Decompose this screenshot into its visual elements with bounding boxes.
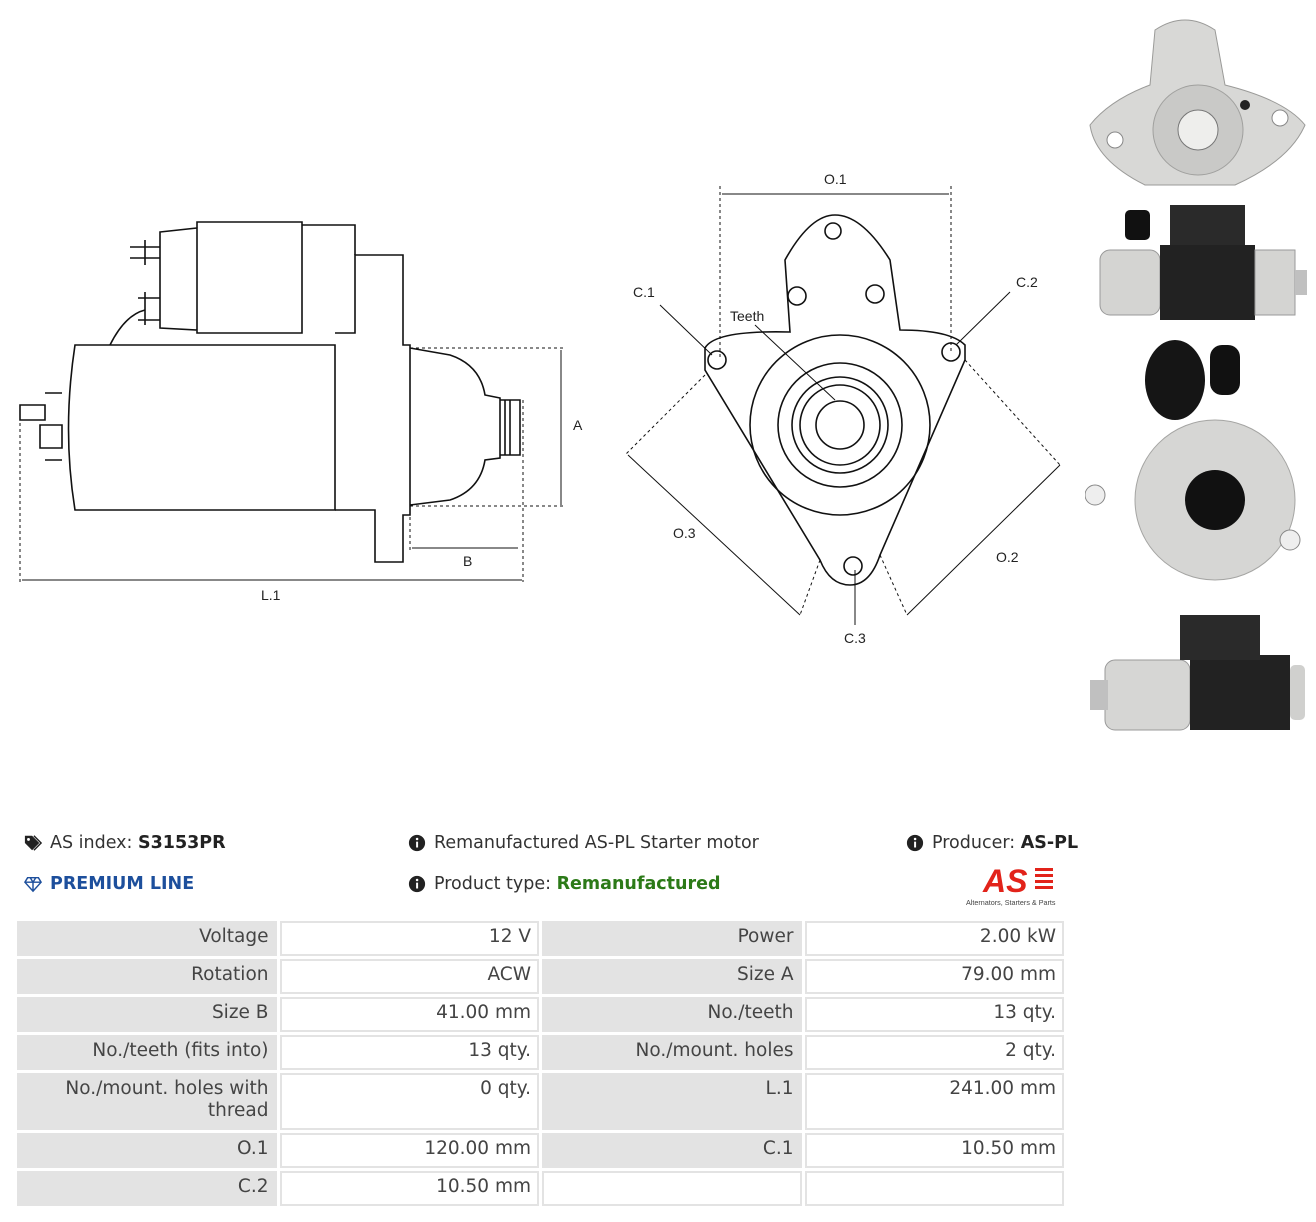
producer-value: AS-PL	[1020, 833, 1079, 853]
description-text: Remanufactured AS-PL Starter motor	[434, 833, 759, 853]
label-o2: O.2	[996, 549, 1019, 565]
product-photo-rear[interactable]	[1085, 340, 1311, 590]
product-type-label: Product type:	[434, 874, 551, 894]
front-view-flange	[704, 214, 966, 586]
product-type: Product type: Remanufactured	[408, 874, 721, 894]
as-index-label: AS index:	[50, 833, 133, 853]
product-photo-side-rear[interactable]	[1085, 605, 1311, 745]
spec-value: 79.00 mm	[804, 959, 1064, 994]
spec-value: 10.50 mm	[279, 1171, 539, 1206]
tags-icon	[24, 835, 42, 851]
label-teeth: Teeth	[730, 308, 764, 324]
side-view-nose	[409, 347, 501, 506]
label-b: B	[463, 553, 472, 569]
svg-text:Alternators, Starters & Parts: Alternators, Starters & Parts	[966, 898, 1056, 907]
side-view-motor	[67, 344, 336, 511]
spec-label: Power	[542, 921, 802, 956]
info-icon	[408, 834, 426, 852]
label-c2: C.2	[1016, 274, 1038, 290]
spec-label: C.2	[17, 1171, 277, 1206]
side-view-solenoid	[159, 221, 303, 334]
producer-label: Producer:	[932, 833, 1016, 853]
label-o1: O.1	[824, 171, 847, 187]
label-a: A	[573, 417, 583, 433]
as-index-value: S3153PR	[138, 833, 226, 853]
product-photo-front[interactable]	[1085, 10, 1311, 195]
premium-line-label: PREMIUM LINE	[50, 874, 195, 894]
product-photo-side[interactable]	[1085, 200, 1311, 330]
premium-line: PREMIUM LINE	[24, 874, 194, 894]
spec-label: C.1	[542, 1133, 802, 1168]
spec-value: 12 V	[279, 921, 539, 956]
label-c3: C.3	[844, 630, 866, 646]
spec-label: No./mount. holes	[542, 1035, 802, 1070]
spec-value: 0 qty.	[279, 1073, 539, 1130]
info-icon	[408, 875, 426, 893]
spec-label: No./mount. holes with thread	[17, 1073, 277, 1130]
spec-value: 13 qty.	[804, 997, 1064, 1032]
spec-label: L.1	[542, 1073, 802, 1130]
spec-label: No./teeth	[542, 997, 802, 1032]
spec-label: O.1	[17, 1133, 277, 1168]
spec-value: 13 qty.	[279, 1035, 539, 1070]
spec-value: 41.00 mm	[279, 997, 539, 1032]
spec-row: No./teeth (fits into)13 qty.No./mount. h…	[17, 1035, 1064, 1070]
spec-value: 2 qty.	[804, 1035, 1064, 1070]
side-view-housing	[335, 254, 411, 563]
spec-label: Size B	[17, 997, 277, 1032]
as-pl-logo: AS Alternators, Starters & Parts	[966, 863, 1056, 907]
spec-label: Size A	[542, 959, 802, 994]
svg-text:AS: AS	[982, 863, 1028, 899]
spec-label: Voltage	[17, 921, 277, 956]
spec-value	[804, 1171, 1064, 1206]
label-l1: L.1	[261, 587, 281, 603]
as-index: AS index: S3153PR	[24, 833, 226, 853]
diamond-icon	[24, 876, 42, 893]
label-c1: C.1	[633, 284, 655, 300]
product-info: AS index: S3153PR PREMIUM LINE Remanufac…	[24, 828, 1078, 918]
description: Remanufactured AS-PL Starter motor	[408, 833, 759, 853]
spec-value: 241.00 mm	[804, 1073, 1064, 1130]
product-type-value: Remanufactured	[556, 874, 721, 894]
spec-label	[542, 1171, 802, 1206]
label-o3: O.3	[673, 525, 696, 541]
product-photos	[1085, 10, 1311, 750]
spec-value: 120.00 mm	[279, 1133, 539, 1168]
spec-label: No./teeth (fits into)	[17, 1035, 277, 1070]
spec-label: Rotation	[17, 959, 277, 994]
info-icon	[906, 834, 924, 852]
technical-drawing: A B L.1 O.1 O.2 O.3 C.1 C.2 C.3 Teeth	[19, 171, 1061, 646]
spec-value: 2.00 kW	[804, 921, 1064, 956]
spec-value: ACW	[279, 959, 539, 994]
producer: Producer: AS-PL	[906, 833, 1078, 853]
spec-value: 10.50 mm	[804, 1133, 1064, 1168]
